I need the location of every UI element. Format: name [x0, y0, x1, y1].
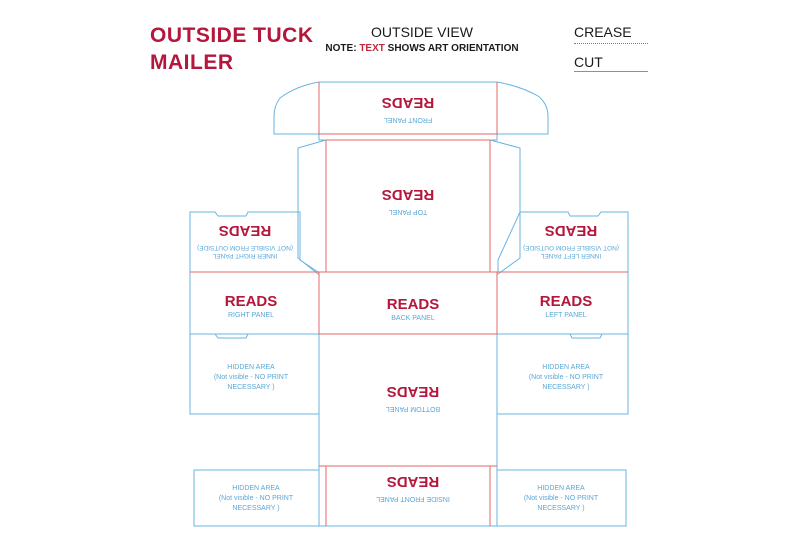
- note-highlight: TEXT: [359, 43, 385, 54]
- hidden-area-line-2: (Not visible - NO PRINT: [214, 374, 289, 381]
- crease-lines: [190, 82, 628, 526]
- left-hidden-flap-cut: [497, 333, 629, 415]
- note-suffix: SHOWS ART ORIENTATION: [384, 43, 519, 54]
- bottom-left-tab-cut: [193, 469, 319, 527]
- hidden-area-line-2: (Not visible - NO PRINT: [529, 374, 604, 381]
- inside-front-panel-text: INSIDE FRONT PANEL READS: [376, 473, 450, 502]
- inner-left-label-2: (NOT VISIBLE FROM OUTSIDE): [523, 244, 619, 251]
- top-panel-side-cuts: [297, 134, 521, 275]
- inner-right-label-1: INNER RIGHT PANEL: [212, 252, 277, 259]
- top-panel-label: TOP PANEL: [389, 208, 428, 215]
- bottom-panel-label: BOTTOM PANEL: [386, 405, 440, 412]
- front-flap-cut: [273, 81, 549, 135]
- back-panel-label: BACK PANEL: [391, 315, 435, 322]
- left-panel-reads: READS: [540, 293, 593, 310]
- page-title: OUTSIDE TUCK MAILER: [150, 22, 314, 76]
- left-panel-label: LEFT PANEL: [545, 312, 586, 319]
- orientation-note: NOTE: TEXT SHOWS ART ORIENTATION: [300, 43, 544, 54]
- cut-lines: [189, 81, 629, 527]
- bottom-panel-reads: READS: [387, 383, 440, 400]
- legend-cut-line: [574, 71, 648, 72]
- inner-left-label-1: INNER LEFT PANEL: [540, 252, 601, 259]
- hidden-area-bottom-right: HIDDEN AREA (Not visible - NO PRINT NECE…: [524, 485, 599, 512]
- bottom-panel-text: BOTTOM PANEL READS: [386, 383, 440, 412]
- inside-front-label: INSIDE FRONT PANEL: [376, 495, 450, 502]
- legend-crease-label: CREASE: [574, 24, 632, 40]
- top-panel-crease: [325, 139, 491, 272]
- hidden-area-line-1: HIDDEN AREA: [232, 485, 280, 492]
- front-panel-label: FRONT PANEL: [384, 116, 432, 123]
- hidden-area-line-1: HIDDEN AREA: [537, 485, 585, 492]
- inner-right-label-2: (NOT VISIBLE FROM OUTSIDE): [197, 244, 293, 251]
- hidden-area-bottom-left: HIDDEN AREA (Not visible - NO PRINT NECE…: [219, 485, 294, 512]
- inside-front-side-crease: [325, 466, 491, 526]
- legend-cut-label: CUT: [574, 54, 603, 70]
- back-panel-reads: READS: [387, 296, 440, 313]
- hidden-area-line-3: NECESSARY ): [542, 384, 589, 391]
- top-panel-text: TOP PANEL READS: [382, 186, 435, 215]
- front-panel-crease: [318, 82, 498, 135]
- right-panel-label: RIGHT PANEL: [228, 312, 274, 319]
- inner-right-panel-cut: [189, 211, 320, 273]
- right-panel-reads: READS: [225, 293, 278, 310]
- inner-right-reads: READS: [219, 222, 272, 239]
- title-line-1: OUTSIDE TUCK: [150, 24, 314, 47]
- hidden-area-line-2: (Not visible - NO PRINT: [219, 495, 294, 502]
- right-hidden-flap-cut: [189, 333, 319, 415]
- view-title: OUTSIDE VIEW: [371, 24, 473, 40]
- bottom-panel-cut: [318, 334, 498, 466]
- legend-crease-line: [574, 43, 648, 44]
- hidden-area-line-3: NECESSARY ): [227, 384, 274, 391]
- title-line-2: MAILER: [150, 51, 234, 74]
- hidden-area-left: HIDDEN AREA (Not visible - NO PRINT NECE…: [529, 364, 604, 391]
- note-prefix: NOTE:: [325, 43, 360, 54]
- hidden-area-right: HIDDEN AREA (Not visible - NO PRINT NECE…: [214, 364, 289, 391]
- inner-right-panel-text: INNER RIGHT PANEL (NOT VISIBLE FROM OUTS…: [197, 222, 293, 259]
- top-panel-reads: READS: [382, 186, 435, 203]
- hidden-area-line-1: HIDDEN AREA: [542, 364, 590, 371]
- inside-front-panel-cut: [318, 466, 498, 527]
- inner-left-reads: READS: [545, 222, 598, 239]
- hidden-area-line-1: HIDDEN AREA: [227, 364, 275, 371]
- bottom-right-tab-cut: [497, 469, 627, 527]
- hidden-area-line-3: NECESSARY ): [537, 505, 584, 512]
- inside-front-reads: READS: [387, 473, 440, 490]
- back-panel-crease: [318, 271, 498, 335]
- hidden-area-line-3: NECESSARY ): [232, 505, 279, 512]
- inner-left-panel-text: INNER LEFT PANEL (NOT VISIBLE FROM OUTSI…: [523, 222, 619, 259]
- front-panel-text: FRONT PANEL READS: [382, 94, 435, 123]
- inner-left-panel-cut: [497, 211, 629, 273]
- hidden-area-line-2: (Not visible - NO PRINT: [524, 495, 599, 502]
- front-panel-reads: READS: [382, 94, 435, 111]
